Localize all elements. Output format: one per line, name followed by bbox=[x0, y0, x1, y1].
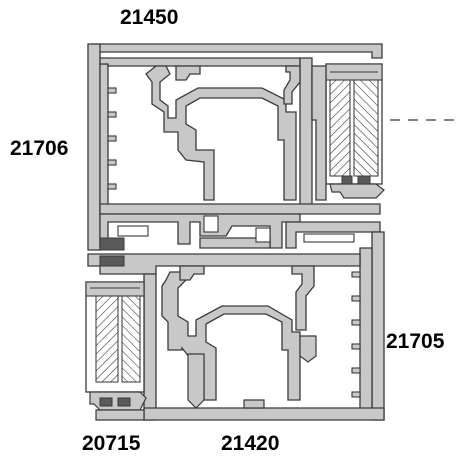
upper-frame-teeth bbox=[107, 87, 117, 190]
lower-frame-profile bbox=[87, 253, 385, 421]
right-frame-profile bbox=[359, 231, 385, 421]
profile-label-21420: 21420 bbox=[221, 432, 280, 455]
transom-profile bbox=[99, 213, 381, 249]
transom-gasket bbox=[99, 237, 125, 251]
lower-glazing-unit bbox=[85, 281, 147, 421]
transom-inserts bbox=[117, 215, 355, 243]
right-frame-teeth bbox=[351, 271, 361, 398]
lower-gasket bbox=[99, 255, 125, 267]
profile-label-21705: 21705 bbox=[386, 330, 445, 353]
upper-right-column bbox=[311, 65, 327, 201]
upper-frame-profile bbox=[87, 43, 383, 251]
upper-sash-profile bbox=[145, 65, 301, 201]
lower-sash-details bbox=[187, 335, 317, 409]
profile-label-21450: 21450 bbox=[120, 6, 179, 29]
profile-label-21706: 21706 bbox=[10, 137, 69, 160]
profile-label-20715: 20715 bbox=[82, 432, 141, 455]
upper-glazing-unit bbox=[325, 63, 385, 199]
